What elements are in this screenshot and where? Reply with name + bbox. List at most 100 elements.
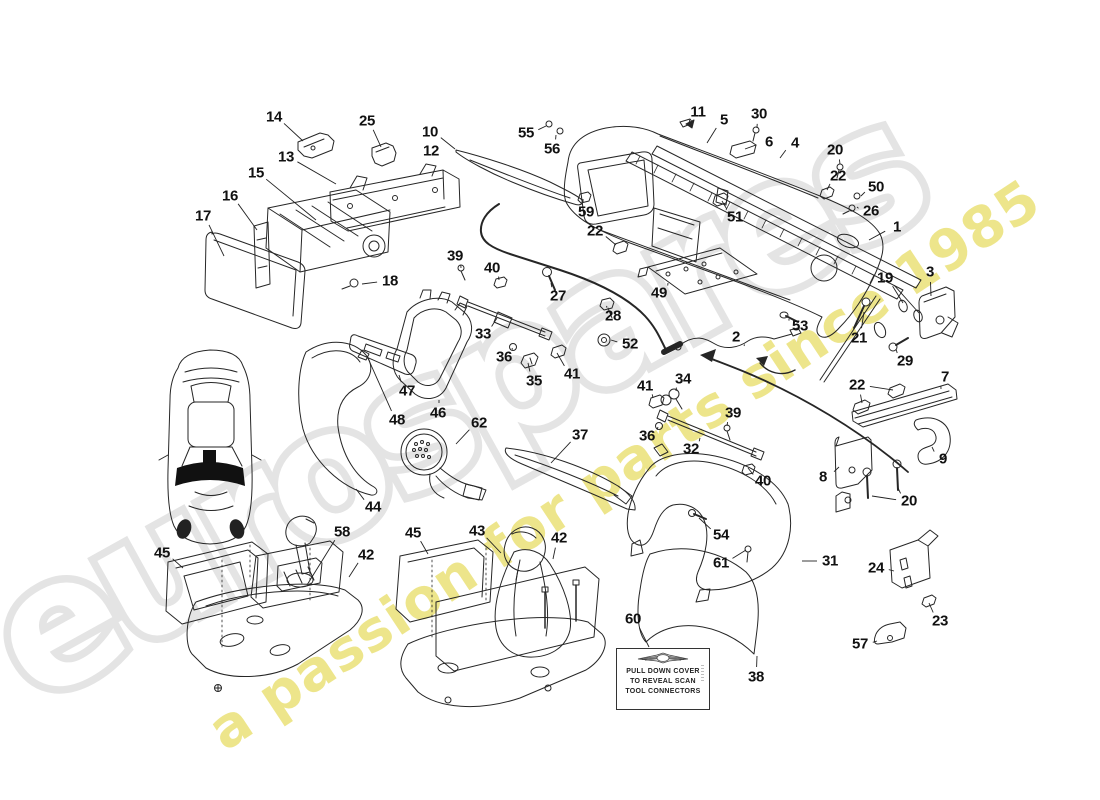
part-label-20[interactable]: 20 xyxy=(900,492,918,510)
part-label-55[interactable]: 55 xyxy=(517,124,535,142)
part-label-5[interactable]: 5 xyxy=(719,111,729,129)
demister-finisher-10-12 xyxy=(455,149,583,206)
part-label-39[interactable]: 39 xyxy=(724,404,742,422)
part-label-10[interactable]: 10 xyxy=(421,123,439,141)
part-label-41[interactable]: 41 xyxy=(636,377,654,395)
part-label-35[interactable]: 35 xyxy=(525,372,543,390)
part-label-22[interactable]: 22 xyxy=(586,222,604,240)
part-label-3[interactable]: 3 xyxy=(925,263,935,281)
part-label-57[interactable]: 57 xyxy=(851,635,869,653)
part-label-29[interactable]: 29 xyxy=(896,352,914,370)
bracket-25 xyxy=(371,142,397,167)
bracket-14 xyxy=(297,132,335,159)
part-label-50[interactable]: 50 xyxy=(867,178,885,196)
part-label-26[interactable]: 26 xyxy=(862,202,880,220)
aston-martin-wings-icon xyxy=(637,652,689,664)
part-label-36[interactable]: 36 xyxy=(495,348,513,366)
part-label-39[interactable]: 39 xyxy=(446,247,464,265)
part-label-37[interactable]: 37 xyxy=(571,426,589,444)
part-label-30[interactable]: 30 xyxy=(750,105,768,123)
part-label-18[interactable]: 18 xyxy=(381,272,399,290)
side-panel-38 xyxy=(637,548,759,655)
sill-trim-37 xyxy=(504,447,636,511)
note-line-1: PULL DOWN COVER xyxy=(626,668,700,675)
part-label-44[interactable]: 44 xyxy=(364,498,382,516)
part-label-36[interactable]: 36 xyxy=(638,427,656,445)
part-label-51[interactable]: 51 xyxy=(726,208,744,226)
instrument-surround-46 xyxy=(392,289,472,400)
facia-assembly-1 xyxy=(563,125,884,338)
note-line-2: TO REVEAL SCAN xyxy=(630,677,696,685)
part-label-49[interactable]: 49 xyxy=(650,284,668,302)
part-label-45[interactable]: 45 xyxy=(153,544,171,562)
mounting-plate-49 xyxy=(637,247,758,295)
watermark-layer: eurospares a passion for parts since 198… xyxy=(0,59,1052,764)
part-label-32[interactable]: 32 xyxy=(682,440,700,458)
part-label-2[interactable]: 2 xyxy=(731,328,741,346)
rail-bracket-7 xyxy=(851,383,958,428)
car-top-view xyxy=(158,349,262,545)
harness-conduit xyxy=(479,203,802,355)
part-label-58[interactable]: 58 xyxy=(333,523,351,541)
part-label-52[interactable]: 52 xyxy=(621,335,639,353)
note-line-3: TOOL CONNECTORS xyxy=(625,687,701,695)
bracket-24-23-57 xyxy=(873,529,939,645)
part-label-28[interactable]: 28 xyxy=(604,307,622,325)
part-label-4[interactable]: 4 xyxy=(790,134,800,152)
part-label-6[interactable]: 6 xyxy=(764,133,774,151)
part-label-54[interactable]: 54 xyxy=(712,526,730,544)
support-bracket-13 xyxy=(329,163,461,232)
part-label-61[interactable]: 61 xyxy=(712,554,730,572)
part-label-23[interactable]: 23 xyxy=(931,612,949,630)
glovebox-lid-17 xyxy=(204,231,306,329)
part-label-27[interactable]: 27 xyxy=(549,287,567,305)
part-label-7[interactable]: 7 xyxy=(940,368,950,386)
part-label-62[interactable]: 62 xyxy=(470,414,488,432)
part-label-47[interactable]: 47 xyxy=(398,382,416,400)
part-label-24[interactable]: 24 xyxy=(867,559,885,577)
part-label-41[interactable]: 41 xyxy=(563,365,581,383)
part-label-11[interactable]: 11 xyxy=(690,103,706,121)
part-label-8[interactable]: 8 xyxy=(818,468,828,486)
part-label-40[interactable]: 40 xyxy=(754,472,772,490)
part-label-59[interactable]: 59 xyxy=(577,203,595,221)
part-label-31[interactable]: 31 xyxy=(821,552,839,570)
part-label-56[interactable]: 56 xyxy=(543,140,561,158)
speaker-unit-62 xyxy=(400,428,487,501)
part-label-9[interactable]: 9 xyxy=(938,450,948,468)
part-label-16[interactable]: 16 xyxy=(221,187,239,205)
part-label-42[interactable]: 42 xyxy=(550,529,568,547)
part-label-22[interactable]: 22 xyxy=(848,376,866,394)
part-label-45[interactable]: 45 xyxy=(404,524,422,542)
part-label-14[interactable]: 14 xyxy=(265,108,283,126)
bracket-8 xyxy=(834,436,902,513)
part-label-42[interactable]: 42 xyxy=(357,546,375,564)
part-label-21[interactable]: 21 xyxy=(850,329,868,347)
scan-tool-note-box: PULL DOWN COVER TO REVEAL SCAN TOOL CONN… xyxy=(616,648,710,710)
link-rod-32 xyxy=(648,388,765,476)
part-label-33[interactable]: 33 xyxy=(474,325,492,343)
part-label-25[interactable]: 25 xyxy=(358,112,376,130)
fine-print-vertical xyxy=(701,665,704,683)
part-label-15[interactable]: 15 xyxy=(247,164,265,182)
part-label-46[interactable]: 46 xyxy=(429,404,447,422)
part-label-60[interactable]: 60 xyxy=(624,610,642,628)
part-label-34[interactable]: 34 xyxy=(674,370,692,388)
part-label-53[interactable]: 53 xyxy=(791,317,809,335)
side-panel-31 xyxy=(626,443,792,603)
part-label-48[interactable]: 48 xyxy=(388,411,406,429)
part-label-38[interactable]: 38 xyxy=(747,668,765,686)
part-label-40[interactable]: 40 xyxy=(483,259,501,277)
part-label-17[interactable]: 17 xyxy=(194,207,212,225)
airbag-module-15 xyxy=(265,189,391,273)
part-label-19[interactable]: 19 xyxy=(876,269,894,287)
strap-16 xyxy=(253,221,271,289)
part-label-12[interactable]: 12 xyxy=(422,142,440,160)
trim-strip-47 xyxy=(349,334,417,375)
part-label-22[interactable]: 22 xyxy=(829,167,847,185)
part-label-1[interactable]: 1 xyxy=(892,218,902,236)
part-label-43[interactable]: 43 xyxy=(468,522,486,540)
part-label-13[interactable]: 13 xyxy=(277,148,295,166)
part-label-20[interactable]: 20 xyxy=(826,141,844,159)
